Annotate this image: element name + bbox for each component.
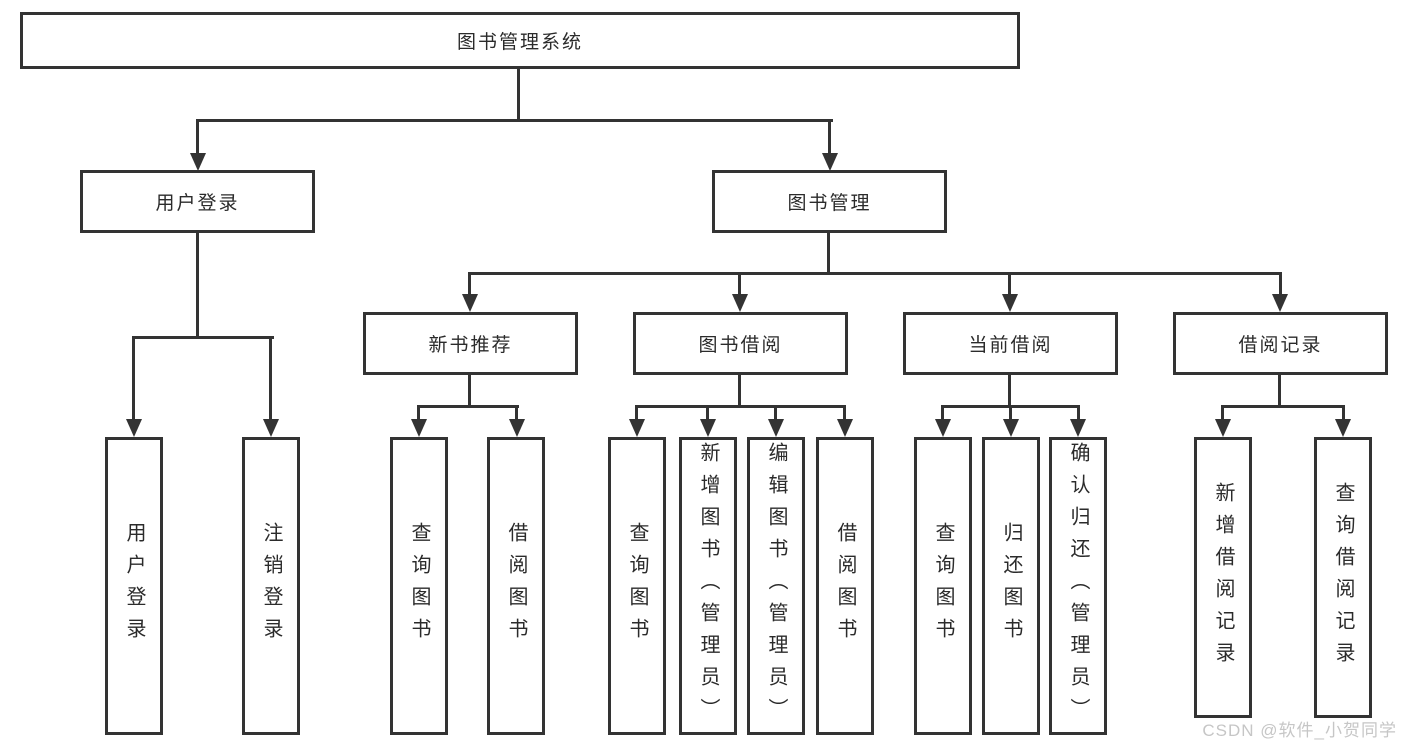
connector-bar [635,405,846,408]
connector-root-bar [196,119,833,122]
arrow-down-icon [935,419,951,437]
node-book-management-module: 图书管理 [712,170,947,233]
connector-stem [738,272,741,296]
arrow-down-icon [1215,419,1231,437]
arrow-down-icon [629,419,645,437]
leaf-logout: 注销登录 [242,437,300,735]
node-label: 用户登录 [123,522,145,650]
connector-stem [706,405,709,422]
connector-stem [1279,272,1282,296]
arrow-down-icon [1003,419,1019,437]
arrow-down-icon [700,419,716,437]
arrow-down-icon [822,153,838,171]
node-label: 当前借阅 [968,335,1053,356]
node-label: 查询借阅记录 [1332,481,1354,674]
leaf-query-borrow-record: 查询借阅记录 [1314,437,1372,718]
node-user-login-module: 用户登录 [80,170,315,233]
node-label: 新增图书（管理员） [697,442,719,730]
arrow-down-icon [190,153,206,171]
node-label: 图书借阅 [698,335,783,356]
arrow-down-icon [462,294,478,312]
leaf-add-borrow-record: 新增借阅记录 [1194,437,1252,718]
node-book-borrowing: 图书借阅 [633,312,848,375]
leaf-query-books-current: 查询图书 [914,437,972,735]
node-label: 借阅图书 [505,522,527,650]
connector-stem [827,233,830,275]
node-label: 新书推荐 [428,335,513,356]
connector-stem [417,405,420,422]
node-label: 用户登录 [155,193,240,214]
arrow-down-icon [126,419,142,437]
arrow-down-icon [263,419,279,437]
node-borrowing-records: 借阅记录 [1173,312,1388,375]
node-label: 注销登录 [260,522,282,650]
connector-stem [738,375,741,408]
arrow-down-icon [1272,294,1288,312]
leaf-borrow-books-recommend: 借阅图书 [487,437,545,735]
connector-stem [774,405,777,422]
connector-bar [417,405,519,408]
connector-stem [1077,405,1080,422]
connector-stem [1221,405,1224,422]
leaf-query-books-recommend: 查询图书 [390,437,448,735]
connector-stem [941,405,944,422]
leaf-borrow-books: 借阅图书 [816,437,874,735]
arrow-down-icon [1070,419,1086,437]
node-library-management-system: 图书管理系统 [20,12,1020,69]
arrow-down-icon [411,419,427,437]
node-label: 图书管理系统 [456,32,583,53]
connector-stem [1008,272,1011,296]
node-label: 查询图书 [932,522,954,650]
leaf-confirm-return-admin: 确认归还（管理员） [1049,437,1107,735]
connector-stem [196,233,199,339]
connector-stem [828,119,831,155]
arrow-down-icon [732,294,748,312]
connector-bar [132,336,274,339]
leaf-query-books-borrowing: 查询图书 [608,437,666,735]
leaf-user-login: 用户登录 [105,437,163,735]
leaf-edit-books-admin: 编辑图书（管理员） [747,437,805,735]
connector-stem [132,336,135,422]
connector-stem [1009,405,1012,422]
connector-stem [1342,405,1345,422]
arrow-down-icon [1335,419,1351,437]
node-current-borrowing: 当前借阅 [903,312,1118,375]
connector-stem [1008,375,1011,408]
leaf-add-books-admin: 新增图书（管理员） [679,437,737,735]
connector-stem [635,405,638,422]
connector-stem [196,119,199,155]
connector-bar [1221,405,1345,408]
connector-stem [468,272,471,296]
connector-stem [468,375,471,408]
arrow-down-icon [837,419,853,437]
connector-stem [843,405,846,422]
connector-bar [468,272,1282,275]
node-label: 新增借阅记录 [1212,481,1234,674]
arrow-down-icon [768,419,784,437]
connector-stem [269,336,272,422]
node-label: 借阅记录 [1238,335,1323,356]
leaf-return-books: 归还图书 [982,437,1040,735]
arrow-down-icon [1002,294,1018,312]
connector-stem [1278,375,1281,408]
watermark-text: CSDN @软件_小贺同学 [1202,721,1397,740]
node-label: 借阅图书 [834,522,856,650]
node-label: 编辑图书（管理员） [765,442,787,730]
node-label: 查询图书 [626,522,648,650]
node-label: 图书管理 [787,193,872,214]
arrow-down-icon [509,419,525,437]
connector-root-stem [517,66,520,122]
connector-stem [515,405,518,422]
node-label: 归还图书 [1000,522,1022,650]
node-label: 确认归还（管理员） [1067,442,1089,730]
node-label: 查询图书 [408,522,430,650]
node-new-book-recommendation: 新书推荐 [363,312,578,375]
